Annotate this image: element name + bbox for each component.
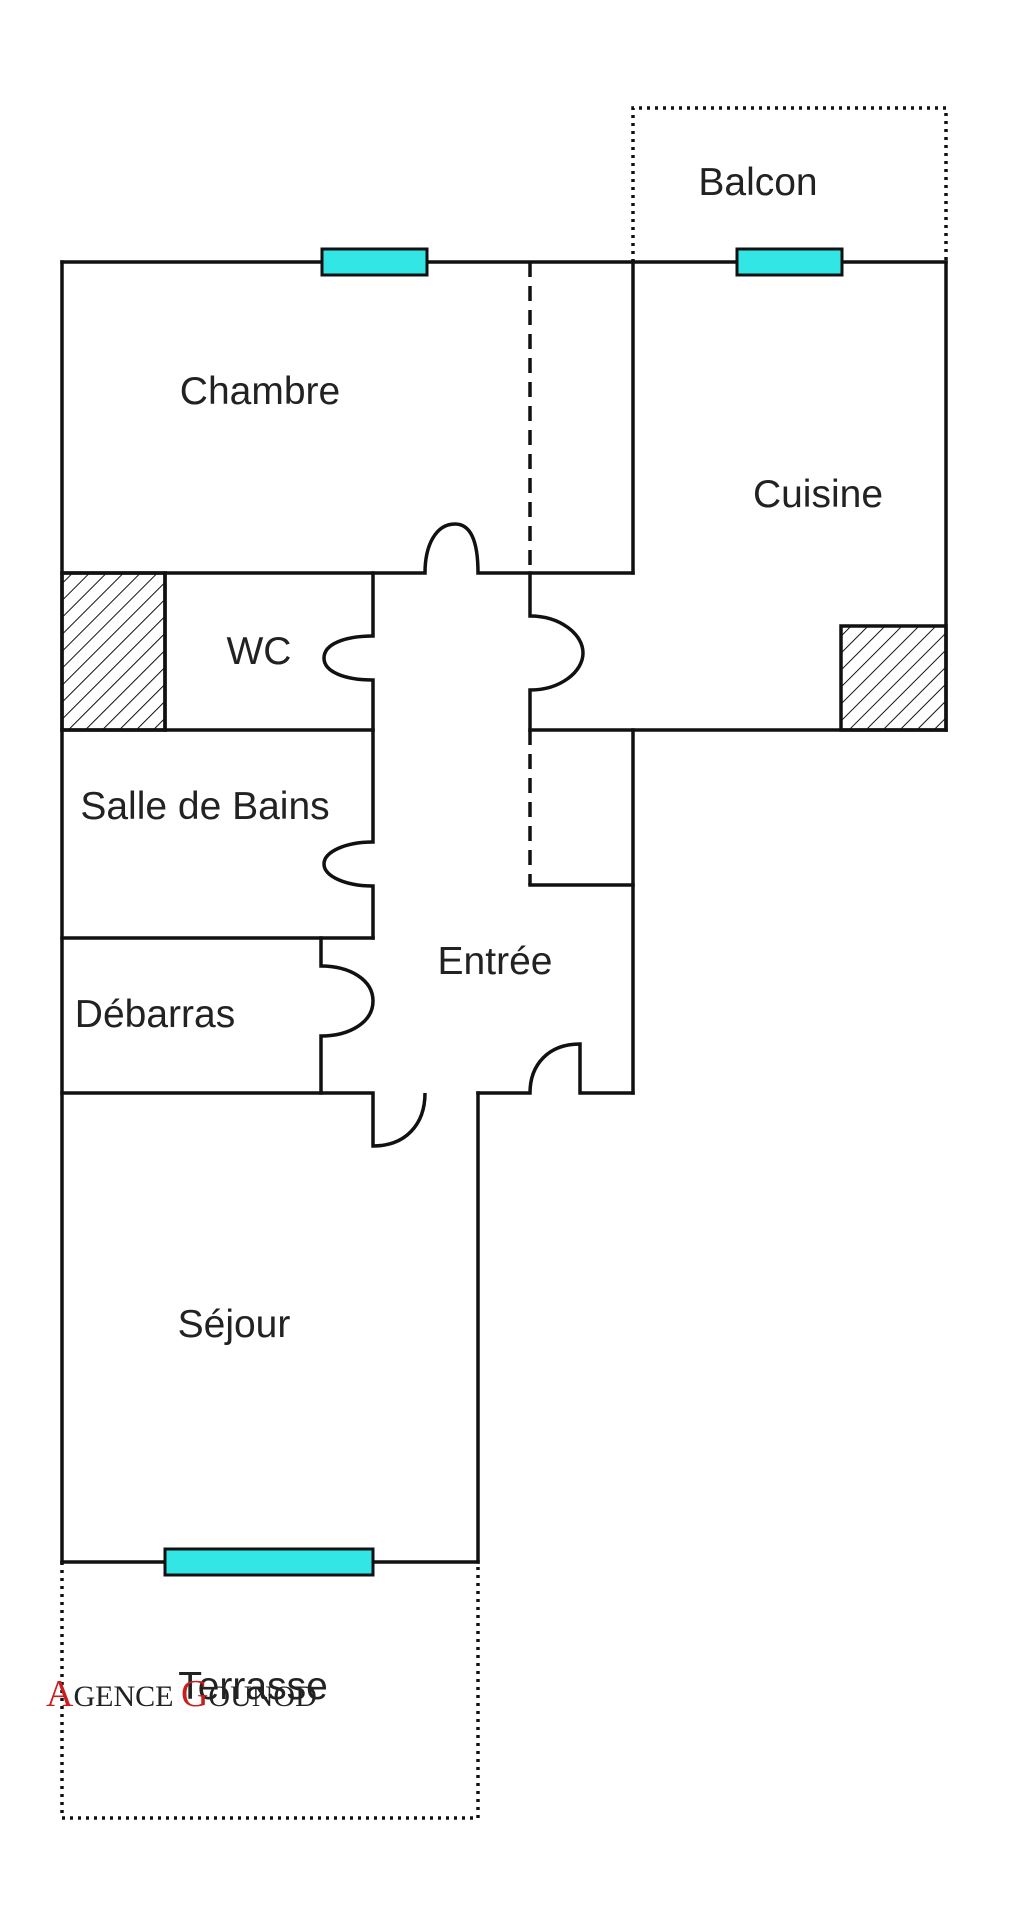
shaft-left: [60, 571, 167, 732]
door-swings: [320, 522, 585, 1148]
label-sejour: Séjour: [178, 1303, 291, 1346]
walls: [60, 260, 948, 1564]
label-salle-de-bains: Salle de Bains: [80, 785, 329, 828]
label-chambre: Chambre: [180, 370, 340, 413]
watermark-word-1: GENCE: [73, 1680, 181, 1713]
windows: [163, 247, 844, 1577]
agency-watermark: AGENCE GOUNOD: [46, 1673, 317, 1715]
watermark-initial-g: G: [181, 1673, 208, 1715]
label-balcon: Balcon: [698, 161, 817, 204]
label-entree: Entrée: [438, 940, 553, 983]
label-wc: WC: [227, 630, 292, 673]
balcon-outline: [631, 106, 948, 262]
window-chambre: [320, 247, 429, 277]
shaft-kitchen: [839, 624, 948, 732]
hatched-shafts: [60, 571, 948, 732]
watermark-word-2: OUNOD: [208, 1680, 316, 1713]
label-cuisine: Cuisine: [753, 473, 883, 516]
room-labels: Balcon Chambre Cuisine WC Salle de Bains…: [75, 161, 883, 1708]
window-sejour: [163, 1547, 375, 1577]
terrasse-outline: [60, 1562, 480, 1820]
label-debarras: Débarras: [75, 993, 235, 1036]
label-terrasse: Terrasse: [178, 1665, 328, 1708]
svg-text:AGENCE GOUNOD: AGENCE GOUNOD: [46, 1673, 317, 1715]
window-cuisine: [735, 247, 844, 277]
watermark-initial-a: A: [46, 1673, 74, 1715]
